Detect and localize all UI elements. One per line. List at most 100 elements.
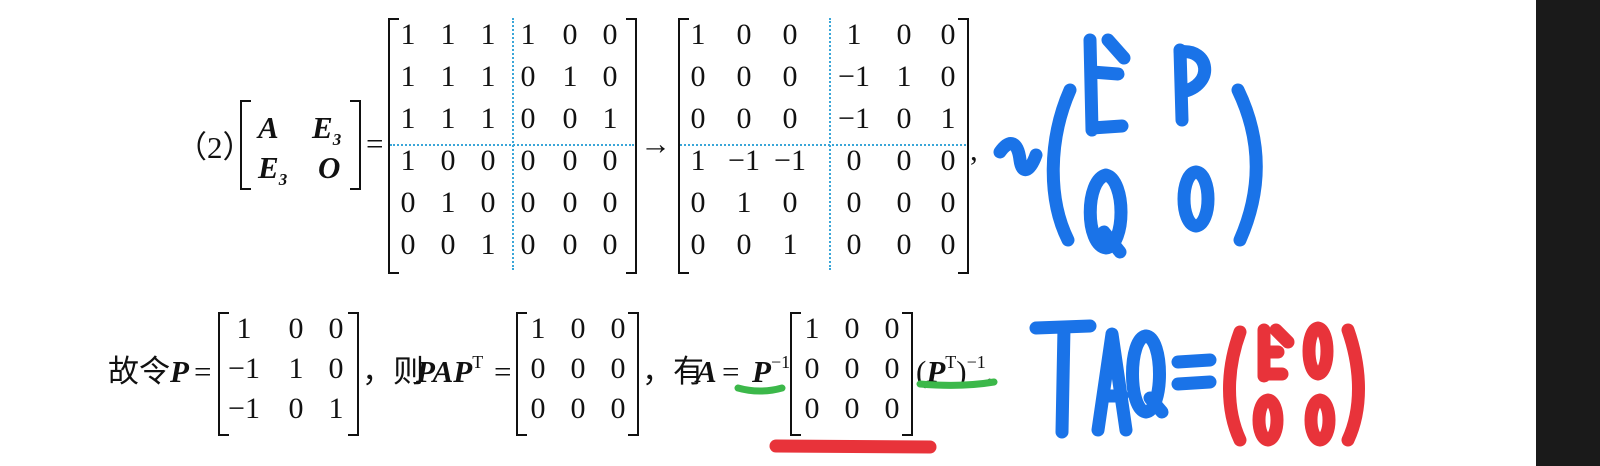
symbol-p-inverse: P: [752, 354, 771, 389]
equals-sign-3: =: [494, 354, 512, 389]
matrix-cell: −1: [228, 352, 260, 385]
right-edge-bar: [1536, 0, 1600, 466]
matrix-cell: 0: [570, 352, 586, 385]
matrix-cell: 1: [400, 102, 416, 135]
matrix-cell: 0: [896, 186, 912, 219]
matrix-cell: 0: [884, 392, 900, 425]
block-o: O: [318, 150, 341, 185]
matrix-cell: 0: [690, 102, 706, 135]
superscript-neg1-1: −1: [770, 352, 791, 372]
left-paren-red: [1223, 325, 1247, 447]
matrix-cell: 0: [610, 352, 626, 385]
matrix-cell: 1: [400, 144, 416, 177]
matrix-cell: 0: [736, 102, 752, 135]
matrix-cell: 0: [562, 186, 578, 219]
red-underline: [769, 439, 937, 454]
matrix-cell: 0: [782, 186, 798, 219]
matrix-cell: 0: [844, 312, 860, 345]
matrix-cell: 1: [288, 352, 304, 385]
matrix-cell: 0: [530, 392, 546, 425]
matrix-cell: 1: [440, 18, 456, 51]
text-let: 故令: [108, 354, 170, 389]
matrix-cell: 0: [288, 392, 304, 425]
matrix-cell: 1: [480, 102, 496, 135]
zero-red-2: [1252, 393, 1284, 447]
text-have: ，有: [642, 354, 704, 389]
matrix-cell: 1: [690, 18, 706, 51]
matrix-cell: 0: [602, 144, 618, 177]
zero-red-1: [1302, 321, 1334, 381]
matrix-cell: 0: [520, 102, 536, 135]
comma-1: ,: [970, 132, 978, 167]
matrix-cell: 0: [602, 228, 618, 261]
matrix-cell: 0: [480, 186, 496, 219]
matrix-cell: 0: [480, 144, 496, 177]
matrix-cell: 0: [328, 312, 344, 345]
matrix-cell: −1: [728, 144, 760, 177]
matrix-cell: 1: [530, 312, 546, 345]
zero-blue: [1177, 165, 1215, 233]
matrix-cell: 0: [896, 18, 912, 51]
arrow: →: [640, 126, 671, 161]
q-letter: [1083, 168, 1128, 259]
matrix-cell: 1: [328, 392, 344, 425]
matrix-cell: 1: [520, 18, 536, 51]
matrix-cell: 0: [562, 144, 578, 177]
matrix-cell: 0: [690, 186, 706, 219]
matrix-cell: 0: [940, 228, 956, 261]
matrix-cell: 0: [610, 392, 626, 425]
matrix-cell: −1: [228, 392, 260, 425]
matrix-cell: 0: [520, 186, 536, 219]
superscript-t-1: T: [472, 352, 484, 372]
symbol-p: P: [170, 354, 189, 389]
matrix-cell: 0: [736, 228, 752, 261]
matrix-cell: 1: [236, 312, 252, 345]
matrix-cell: 0: [400, 228, 416, 261]
matrix-cell: 1: [400, 18, 416, 51]
matrix-cell: 1: [602, 102, 618, 135]
matrix-cell: 0: [520, 228, 536, 261]
matrix-cell: 0: [896, 102, 912, 135]
right-paren-red: [1341, 323, 1365, 447]
e-prime: [1083, 33, 1131, 137]
matrix-cell: 1: [440, 186, 456, 219]
superscript-t-2: T: [945, 352, 957, 372]
matrix-cell: 0: [288, 312, 304, 345]
matrix-cell: 0: [846, 186, 862, 219]
period: .: [985, 354, 994, 389]
matrix-cell: 0: [602, 18, 618, 51]
matrix-cell: 1: [940, 102, 956, 135]
matrix-cell: 0: [940, 144, 956, 177]
matrix-cell: 0: [602, 60, 618, 93]
matrix-cell: 0: [782, 102, 798, 135]
tilde-mark: [993, 137, 1043, 176]
matrix-cell: 0: [520, 144, 536, 177]
matrix-cell: 0: [690, 228, 706, 261]
block-a: A: [258, 110, 279, 145]
equals-sign-2: =: [194, 354, 212, 389]
matrix-cell: 1: [400, 60, 416, 93]
matrix-cell: 0: [782, 60, 798, 93]
matrix-cell: 0: [846, 144, 862, 177]
matrix-cell: 0: [804, 352, 820, 385]
matrix-cell: 1: [440, 60, 456, 93]
symbol-pap: PAP: [416, 354, 473, 389]
matrix-cell: 0: [884, 312, 900, 345]
matrix-cell: 0: [690, 60, 706, 93]
superscript-neg1-2: −1: [966, 352, 986, 372]
matrix-cell: 1: [690, 144, 706, 177]
block-e3-bottom: E: [258, 150, 279, 185]
green-underline-pt: [916, 378, 998, 389]
matrix-cell: 1: [440, 102, 456, 135]
matrix-cell: 0: [520, 60, 536, 93]
e-prime-red: [1257, 323, 1295, 383]
equals-sign-4: =: [722, 354, 740, 389]
paq-text: [1029, 319, 1217, 439]
matrix-cell: 1: [846, 18, 862, 51]
green-underline-p: [734, 384, 786, 395]
matrix-cell: 1: [804, 312, 820, 345]
right-paren-blue: [1231, 83, 1263, 247]
matrix-cell: 0: [782, 18, 798, 51]
matrix-cell: 0: [884, 352, 900, 385]
matrix-cell: 0: [896, 228, 912, 261]
